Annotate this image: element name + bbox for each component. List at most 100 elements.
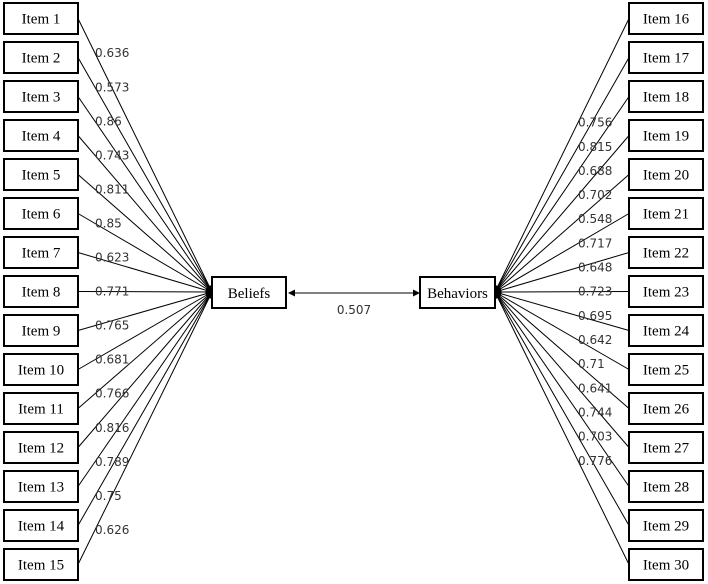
item-box-16: [628, 2, 704, 35]
item-label-23: Item 23: [643, 285, 689, 301]
item-node-28: Item 28: [628, 470, 704, 503]
item-node-16: Item 16: [628, 2, 704, 35]
loading-item-14: 0.75: [95, 489, 122, 503]
path-item-19: [494, 135, 630, 293]
item-box-6: [3, 197, 79, 230]
loading-item-15: 0.626: [95, 523, 129, 537]
item-label-18: Item 18: [643, 90, 689, 106]
path-item-1: [77, 18, 213, 293]
path-item-11: [77, 291, 213, 409]
item-label-19: Item 19: [643, 129, 689, 145]
path-item-3: [77, 96, 213, 293]
path-item-27: [494, 291, 630, 448]
path-item-12: [77, 291, 213, 448]
item-label-24: Item 24: [643, 324, 690, 340]
item-node-25: Item 25: [628, 353, 704, 386]
item-node-20: Item 20: [628, 158, 704, 191]
item-box-13: [3, 470, 79, 503]
item-node-9: Item 9: [3, 314, 79, 347]
right-items: Item 16 Item 17 Item 18 Item 19 Item 20 Item …: [628, 2, 704, 581]
item-box-8: [3, 275, 79, 308]
path-item-17: [494, 57, 630, 293]
item-node-21: Item 21: [628, 197, 704, 230]
item-box-5: [3, 158, 79, 191]
loading-item-17: 0.815: [578, 140, 612, 154]
path-item-2: [77, 57, 213, 293]
loading-item-29: 0.703: [578, 430, 612, 444]
item-node-26: Item 26: [628, 392, 704, 425]
item-label-27: Item 27: [643, 441, 690, 457]
item-label-13: Item 13: [18, 480, 64, 496]
right-paths: [494, 18, 630, 565]
item-box-27: [628, 431, 704, 464]
item-box-4: [3, 119, 79, 152]
item-label-15: Item 15: [18, 558, 64, 574]
item-box-11: [3, 392, 79, 425]
loading-item-3: 0.86: [95, 114, 122, 128]
item-node-17: Item 17: [628, 41, 704, 74]
item-node-29: Item 29: [628, 509, 704, 542]
loading-item-20: 0.548: [578, 212, 612, 226]
loading-item-13: 0.789: [95, 455, 129, 469]
item-label-12: Item 12: [18, 441, 64, 457]
item-box-12: [3, 431, 79, 464]
item-node-2: Item 2: [3, 41, 79, 74]
item-box-1: [3, 2, 79, 35]
item-box-26: [628, 392, 704, 425]
path-item-6: [77, 213, 213, 293]
path-item-28: [494, 291, 630, 487]
item-label-26: Item 26: [643, 402, 690, 418]
loading-item-18: 0.688: [578, 164, 612, 178]
beliefs-label: Beliefs: [228, 286, 271, 302]
item-box-21: [628, 197, 704, 230]
loading-item-2: 0.573: [95, 80, 129, 94]
item-box-2: [3, 41, 79, 74]
loading-item-30: 0.776: [578, 454, 612, 468]
loading-item-25: 0.642: [578, 333, 612, 347]
path-item-14: [77, 291, 213, 526]
item-label-25: Item 25: [643, 363, 689, 379]
path-item-21: [494, 213, 630, 293]
item-label-20: Item 20: [643, 168, 689, 184]
item-label-4: Item 4: [22, 129, 61, 145]
item-node-13: Item 13: [3, 470, 79, 503]
behaviors-box: [419, 276, 496, 309]
path-item-25: [494, 291, 630, 370]
item-node-10: Item 10: [3, 353, 79, 386]
item-node-3: Item 3: [3, 80, 79, 113]
loading-item-12: 0.816: [95, 421, 129, 435]
item-node-18: Item 18: [628, 80, 704, 113]
item-label-29: Item 29: [643, 519, 689, 535]
path-item-10: [77, 291, 213, 370]
item-box-29: [628, 509, 704, 542]
item-label-30: Item 30: [643, 558, 689, 574]
item-node-30: Item 30: [628, 548, 704, 581]
path-item-9: [77, 290, 213, 331]
path-item-15: [77, 291, 213, 565]
path-item-22: [494, 252, 630, 294]
left-items: Item 1 Item 2 Item 3 Item 4 Item 5 Item 6 Item…: [3, 2, 79, 581]
item-box-28: [628, 470, 704, 503]
item-node-23: Item 23: [628, 275, 704, 308]
loading-item-7: 0.623: [95, 251, 129, 265]
item-label-3: Item 3: [22, 90, 61, 106]
loading-item-8: 0.771: [95, 285, 129, 299]
item-node-1: Item 1: [3, 2, 79, 35]
item-box-25: [628, 353, 704, 386]
item-node-6: Item 6: [3, 197, 79, 230]
item-label-17: Item 17: [643, 51, 690, 67]
item-label-2: Item 2: [22, 51, 61, 67]
item-label-11: Item 11: [18, 402, 64, 418]
item-box-23: [628, 275, 704, 308]
item-node-12: Item 12: [3, 431, 79, 464]
left-loadings: 0.6360.5730.860.7430.8110.850.6230.7710.…: [95, 46, 129, 537]
path-item-18: [494, 96, 630, 293]
item-node-5: Item 5: [3, 158, 79, 191]
item-node-11: Item 11: [3, 392, 79, 425]
beliefs-box: [211, 276, 287, 309]
loading-item-24: 0.695: [578, 309, 612, 323]
item-box-19: [628, 119, 704, 152]
item-label-22: Item 22: [643, 246, 689, 262]
loading-item-26: 0.71: [578, 357, 605, 371]
